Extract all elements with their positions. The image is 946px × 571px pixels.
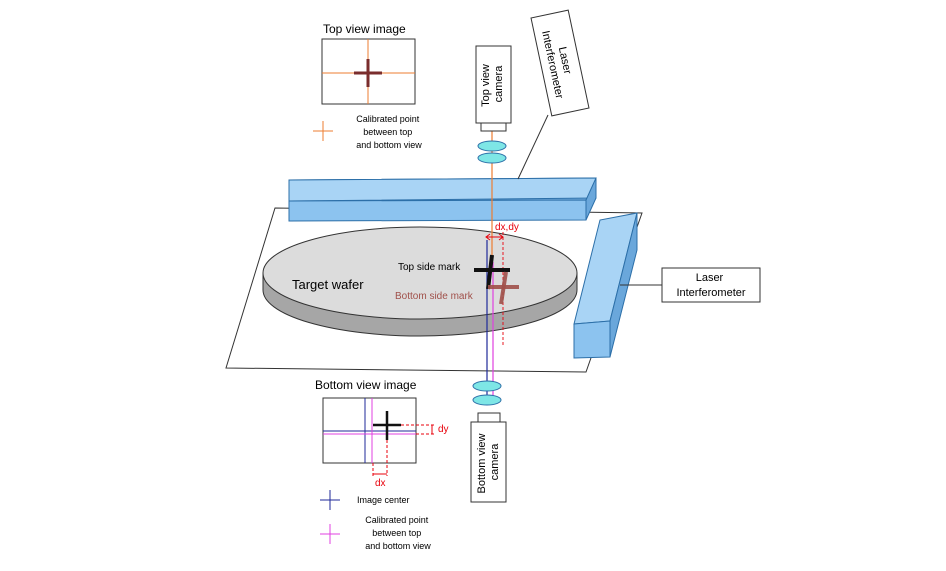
bottom-lens-upper xyxy=(472,380,502,392)
top-lens-upper xyxy=(477,140,507,152)
right-laser-interferometer xyxy=(661,267,761,303)
bottom-side-mark xyxy=(488,271,519,305)
target-wafer xyxy=(262,226,578,337)
top-view-title: Top view image xyxy=(323,22,406,36)
bottom-lens-lower xyxy=(472,394,502,406)
bottom-view-camera xyxy=(470,412,507,503)
bottom-view-mark xyxy=(373,411,401,440)
top-view-camera xyxy=(475,45,512,132)
bottom-camera-label: Bottom view camera xyxy=(476,431,501,494)
top-legend-label: Calibrated point between top and bottom … xyxy=(356,114,422,150)
image-center-legend-label: Image center xyxy=(357,495,410,505)
top-side-mark-label: Top side mark xyxy=(398,262,461,273)
right-interferometer-label: Laser Interferometer xyxy=(676,272,745,299)
calibrated-point-legend-orange xyxy=(313,121,333,141)
top-view-mark xyxy=(354,59,382,87)
target-wafer-label: Target wafer xyxy=(292,277,364,292)
dx-dy-label: dx,dy xyxy=(495,222,519,233)
bottom-view-title: Bottom view image xyxy=(315,378,417,392)
top-side-mark xyxy=(474,254,510,290)
top-lens-lower xyxy=(477,152,507,164)
top-laser-interferometer: Laser Interferometer xyxy=(530,9,590,117)
bottom-side-mark-label: Bottom side mark xyxy=(395,291,474,302)
x-stage-bar xyxy=(288,177,597,222)
dy-label: dy xyxy=(438,424,449,435)
bottom-legend-label: Calibrated point between top and bottom … xyxy=(365,515,431,551)
bottom-view-dimensions xyxy=(372,424,434,476)
top-camera-label: Top view camera xyxy=(480,61,505,107)
top-interferometer-connector xyxy=(517,114,549,180)
image-center-legend-icon xyxy=(320,490,340,510)
dx-label: dx xyxy=(375,478,386,489)
calibrated-point-legend-magenta xyxy=(320,524,340,544)
